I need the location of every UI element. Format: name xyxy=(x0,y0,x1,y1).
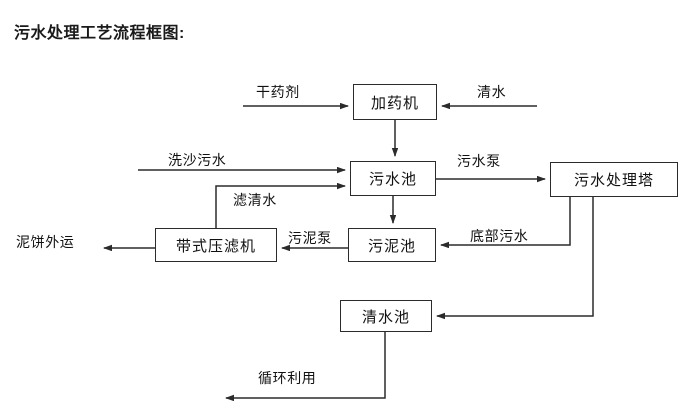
edge-clean-water-pool-to-recycle xyxy=(225,332,386,402)
edge-label-bottom-sewage: 底部污水 xyxy=(470,228,529,244)
page-title: 污水处理工艺流程框图: xyxy=(14,25,185,42)
node-sewage-treatment-tower[interactable]: 污水处理塔 xyxy=(550,162,678,197)
node-label: 污水池 xyxy=(368,171,417,188)
edge-label-sewage-pump: 污水泵 xyxy=(457,153,501,169)
node-label: 加药机 xyxy=(370,94,419,112)
node-dosing-machine[interactable]: 加药机 xyxy=(353,84,437,120)
node-label: 带式压滤机 xyxy=(175,237,256,255)
node-label: 污水处理塔 xyxy=(573,172,654,189)
edge-treatment-tower-to-sludge-pool xyxy=(440,197,571,249)
node-label: 污泥池 xyxy=(367,237,416,255)
edge-label-clean-water-in: 清水 xyxy=(477,84,507,100)
edge-label-sand-wash-sewage: 洗沙污水 xyxy=(168,152,227,168)
edge-treatment-tower-to-clean-water-pool xyxy=(436,197,594,320)
edge-label-dry-chemical: 干药剂 xyxy=(256,84,300,100)
edge-label-sludge-pump: 污泥泵 xyxy=(288,230,332,246)
node-sewage-pool[interactable]: 污水池 xyxy=(350,161,436,196)
edge-label-mud-cake-transport: 泥饼外运 xyxy=(16,234,75,250)
edge-label-recycle-reuse: 循环利用 xyxy=(258,370,317,386)
edge-belt-filter-press-to-sewage-pool xyxy=(215,182,346,228)
node-label: 清水池 xyxy=(361,308,410,326)
node-belt-filter-press[interactable]: 带式压滤机 xyxy=(155,228,277,262)
edge-label-filtered-clear-water: 滤清水 xyxy=(233,192,277,208)
node-sludge-pool[interactable]: 污泥池 xyxy=(348,228,436,262)
node-clean-water-pool[interactable]: 清水池 xyxy=(340,300,432,332)
